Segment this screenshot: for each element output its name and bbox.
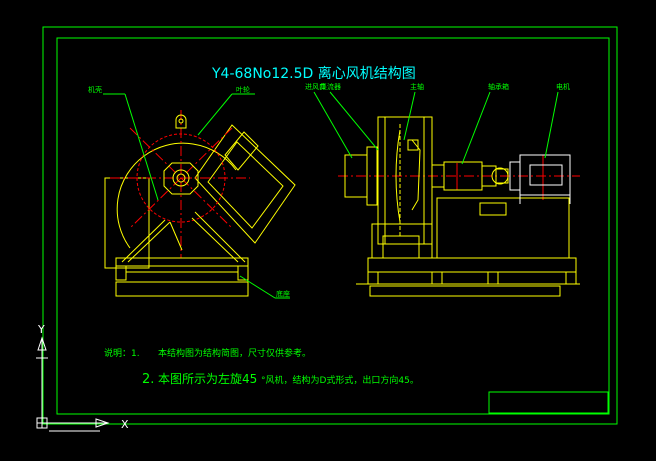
leader-bearing bbox=[461, 91, 491, 165]
leader-left bbox=[124, 93, 159, 201]
ucs-x-arrow bbox=[95, 418, 110, 428]
support-brace bbox=[169, 221, 183, 251]
front-centerline-d2 bbox=[129, 127, 233, 229]
lifting-lug bbox=[175, 114, 187, 129]
leader-inlet bbox=[313, 91, 353, 159]
casing-side-box bbox=[104, 177, 150, 269]
leader-top bbox=[197, 93, 233, 136]
leader-hub bbox=[403, 91, 416, 141]
drawing-title: Y4-68No12.5D 离心风机结构图 bbox=[211, 65, 416, 82]
front-view-leaders: 机壳 叶轮 底座 bbox=[88, 85, 290, 299]
bearing-pad bbox=[479, 202, 507, 216]
side-base bbox=[367, 257, 577, 273]
leader-motor bbox=[544, 91, 559, 159]
lifting-lug-hole bbox=[178, 118, 184, 124]
leader-collector bbox=[329, 91, 379, 151]
front-centerline-d1 bbox=[129, 127, 233, 229]
label-hub: 主轴 bbox=[410, 82, 424, 91]
outer-frame bbox=[42, 26, 618, 425]
side-hub-block bbox=[407, 139, 419, 151]
outlet-duct-inner bbox=[207, 141, 284, 229]
support-leg-right-2 bbox=[191, 217, 239, 263]
motor-inner bbox=[529, 164, 563, 186]
ucs-icon[interactable] bbox=[36, 336, 110, 432]
label-collector: 集流器 bbox=[320, 82, 341, 91]
hub-circle bbox=[172, 169, 190, 187]
ucs-x-label: X bbox=[121, 418, 129, 431]
label-inlet: 进风口 bbox=[305, 83, 326, 91]
label-motor: 电机 bbox=[556, 82, 570, 91]
title-block bbox=[488, 391, 609, 414]
front-foot-left bbox=[115, 265, 127, 281]
hub-hexagon bbox=[163, 162, 199, 195]
ucs-y-label: Y bbox=[37, 323, 45, 336]
inlet-flange bbox=[366, 146, 378, 206]
label-casing: 机壳 bbox=[88, 85, 102, 94]
outlet-duct bbox=[194, 124, 296, 244]
shaft-circle bbox=[176, 173, 186, 183]
label-base: 底座 bbox=[276, 289, 290, 298]
side-view-leaders: 进风口 集流器 主轴 轴承箱 电机 bbox=[305, 82, 570, 165]
note-line2-suffix: °风机，结构为D式形式，出口方向45。 bbox=[261, 374, 419, 386]
cone-shape bbox=[411, 139, 421, 211]
label-bearing: 轴承箱 bbox=[488, 82, 509, 91]
note-line2-text: 本图所示为左旋45 bbox=[158, 371, 257, 386]
front-foot-right bbox=[237, 265, 249, 281]
notes: 说明：1. 本结构图为结构简图，尺寸仅供参考。 2. 本图所示为左旋45 °风机… bbox=[104, 347, 419, 387]
support-leg-right bbox=[194, 211, 246, 263]
foundation bbox=[115, 281, 249, 297]
note-line2-prefix: 2. bbox=[142, 372, 154, 387]
motor-flange bbox=[509, 161, 521, 191]
side-view bbox=[338, 116, 580, 297]
front-base bbox=[115, 257, 249, 267]
outlet-flange bbox=[224, 131, 259, 171]
side-foundation bbox=[369, 285, 561, 297]
support-leg-left-2 bbox=[127, 221, 171, 263]
front-view bbox=[104, 110, 296, 297]
label-impeller: 叶轮 bbox=[236, 85, 250, 94]
coupling-circle bbox=[491, 167, 509, 185]
ucs-y-arrow bbox=[37, 336, 47, 351]
note-line1-text: 本结构图为结构简图，尺寸仅供参考。 bbox=[158, 347, 311, 359]
leader-bottom bbox=[239, 275, 276, 299]
note-line1-prefix: 说明：1. bbox=[104, 347, 140, 359]
support-leg-left bbox=[121, 219, 166, 263]
impeller-curve bbox=[395, 129, 401, 223]
inner-frame bbox=[56, 37, 610, 415]
